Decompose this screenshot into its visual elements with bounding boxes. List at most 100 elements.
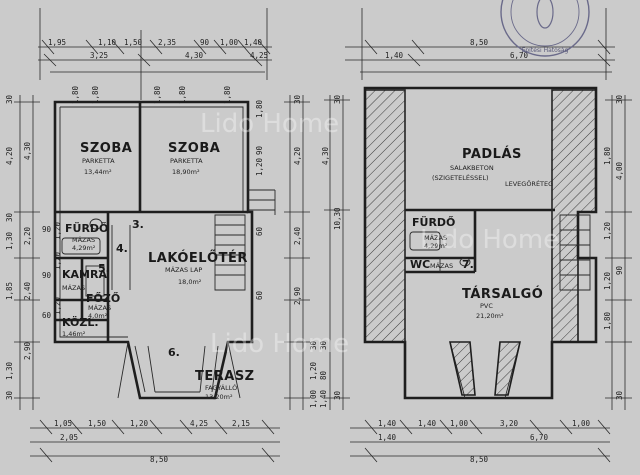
terrace-steps [117,341,241,399]
dimension-label: 90 [200,38,210,47]
room-name: FŐZŐ [86,291,120,305]
dimension-label: 8,50 [470,455,489,464]
dimension-label: 8,50 [150,455,169,464]
dimension-label: 30 [293,94,302,104]
dimension-label: 1,85 [5,282,14,300]
ground-bottom-dimension-labels: 1,05 1,50 1,20 2,15 4,25 2,05 8,50 [54,419,250,464]
dimension-label: 30 [319,340,328,350]
dimension-label: 1,40 [378,419,397,428]
dimension-label: 2,35 [158,38,176,47]
room-tarsalgo: TÁRSALGÓ PVC 21,20m² [462,286,543,320]
room-furdo-attic: FÜRDŐ MÁZAS 4,29m² [412,215,455,250]
room-name: TÁRSALGÓ [462,286,543,302]
dimension-label: 1,80 [91,85,100,104]
dimension-label: 1,95 [48,38,66,47]
room-note: LEVEGŐRÉTEG [505,179,553,188]
dimension-label: 1,40 [244,38,263,47]
dimension-label: 1,80 [71,85,80,104]
room-padlas: PADLÁS SALAKBETON (SZIGETELÉSSEL) LEVEGŐ… [432,146,553,188]
dimension-label: 30 [309,340,318,350]
room-floor: MÁZAS [424,233,447,242]
room-floor: FAGYÁLLÓ [205,383,237,392]
room-number: 6. [168,346,180,359]
dimension-label: 30 [5,212,14,222]
ground-top-dimension-labels: 1,95 1,10 1,50 2,35 90 1,00 1,40 3,25 4,… [48,38,268,60]
room-szoba-1: SZOBA PARKETTA 13,44m² [80,141,132,176]
dimension-label: 1,20 [255,157,264,176]
dimension-label: 30 [5,94,14,104]
dimension-label: 2,40 [293,226,302,245]
room-note: (SZIGETELÉSSEL) [432,173,489,182]
dimension-label: 1,20 [603,271,612,290]
attic-top-dimension-lines [345,8,615,80]
dimension-label: 1,40 [385,51,404,60]
dimension-label: 60 [255,290,264,300]
attic-side-dimension-labels: 30 4,30 10,30 30 30 1,80 1,20 90 1,20 1,… [321,94,624,400]
dimension-label: 30 [615,94,624,104]
attic-floor-plan: PADLÁS SALAKBETON (SZIGETELÉSSEL) LEVEGŐ… [321,8,632,464]
dimension-label: 2,05 [60,433,78,442]
dimension-label: 1,80 [603,311,612,330]
watermark-text: Lido Home [200,109,339,139]
dimension-label: 1,80 [178,85,187,104]
room-floor: MÁZAS [62,283,85,292]
dimension-label: 90 [255,145,264,155]
dimension-label: 1,00 [220,38,239,47]
watermark: Lido Home Lido Home Lido Home [200,109,559,359]
room-floor: MÁZAS LAP [165,265,202,274]
ground-bottom-dimension-lines [30,419,280,463]
dimension-label: 1,20 [53,251,62,270]
room-area: 13,44m² [84,168,112,176]
dimension-label: 1,80 [223,85,232,104]
bathroom-fixtures [61,218,105,297]
dimension-label: 60 [255,226,264,236]
dimension-label: 1,40 [319,389,328,408]
room-floor: MÁZAS [72,235,95,244]
dimension-label: 1,80 [153,85,162,104]
dimension-label: 30 [5,390,14,400]
dimension-label: 4,30 [185,51,204,60]
dimension-label: 1,10 [98,38,117,47]
dimension-label: 80 [319,370,328,380]
room-name: FÜRDŐ [65,221,108,235]
room-area: 18,0m² [178,278,202,286]
room-szoba-2: SZOBA PARKETTA 18,90m² [168,141,220,176]
toilet [459,257,471,267]
room-area: 4,0m² [88,312,108,320]
dimension-label: 1,80 [255,99,264,118]
dimension-label: 3,25 [90,51,108,60]
dimension-label: 90 [42,271,52,280]
room-name: SZOBA [168,141,220,156]
dimension-label: 10,30 [333,207,342,230]
dimension-label: 1,00 [572,419,591,428]
room-name: KÖZL. [62,315,99,329]
dimension-label: 4,20 [293,146,302,165]
dimension-label: 6,70 [530,433,549,442]
attic-side-dimension-lines [324,95,632,410]
dimension-label: 4,25 [190,419,208,428]
dimension-label: 90 [615,265,624,275]
attic-bay [448,341,522,399]
dimension-label: 90 [42,225,52,234]
dimension-label: 6,70 [510,51,529,60]
room-name: TERASZ [195,369,255,384]
room-area: 1,46m² [62,330,86,338]
dimension-label: 1,05 [54,419,72,428]
room-floor: PVC [480,302,493,310]
room-number: 3. [132,218,144,231]
room-number: 5. [98,262,110,275]
dimension-label: 1,80 [603,146,612,165]
room-floor: PARKETTA [170,157,203,165]
dimension-label: 1,00 [309,389,318,408]
room-lakoeloter: LAKÓELŐTÉR MÁZAS LAP 18,0m² [148,250,247,286]
dimension-label: 1,00 [450,419,469,428]
watermark-text: Lido Home [420,225,559,255]
dimension-label: 1,30 [5,231,14,250]
dimension-label: 4,00 [615,161,624,180]
dimension-label: 4,25 [250,51,268,60]
room-area: 4,29m² [72,244,96,252]
attic-top-dimension-labels: 1,40 8,50 6,70 [385,38,529,60]
room-furdo-ground: FÜRDŐ MÁZAS 4,29m² [65,221,108,252]
authority-stamp: Építési Hatóság [500,0,590,57]
